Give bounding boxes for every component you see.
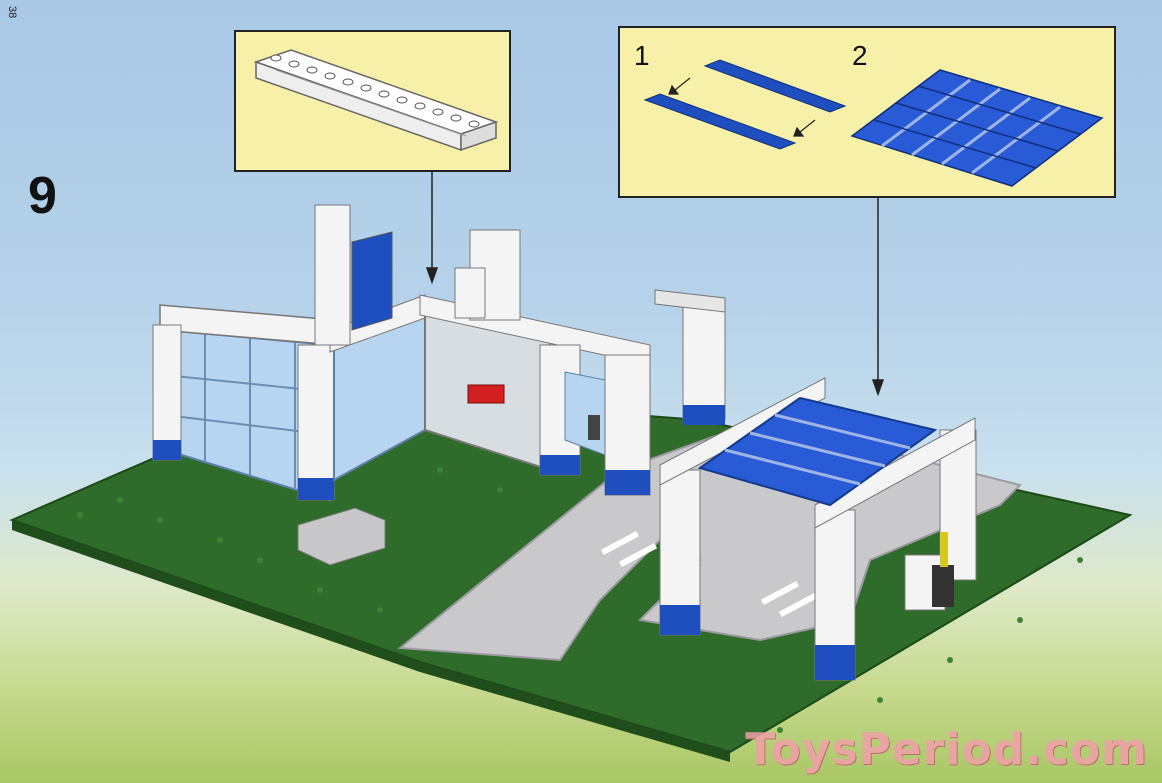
- canopy-left-pillar-base: [660, 605, 700, 635]
- canopy-beam-left: [659, 377, 826, 486]
- step-number: 9: [28, 167, 57, 225]
- roof-plate-arrows: [668, 77, 816, 137]
- right-tower-base: [683, 405, 725, 425]
- callout-long-brick: [234, 30, 511, 172]
- baseplate-edge: [12, 520, 730, 762]
- front-pillar-b-base: [605, 470, 650, 495]
- kiosk-window: [564, 371, 606, 456]
- rear-stack-2: [454, 267, 486, 319]
- roof-assembly-illustration: [643, 59, 1104, 187]
- watermark-text: ToysPeriod.com: [745, 724, 1148, 775]
- road-markings: [600, 530, 818, 618]
- left-wall-panes: [164, 334, 331, 488]
- corner-pillar-base: [298, 478, 334, 500]
- left-pillar-base: [153, 440, 181, 460]
- canopy-right-pillar-base: [815, 645, 855, 680]
- right-tower-cap: [654, 289, 726, 313]
- baseplate-studs: [77, 467, 1083, 733]
- roof-plate-lower: [643, 93, 797, 150]
- left-pillar: [152, 324, 182, 461]
- atm-panel: [588, 415, 600, 440]
- long-brick-illustration: [253, 49, 499, 152]
- canopy-roof: [697, 396, 938, 507]
- fuel-pump-hose: [940, 532, 948, 567]
- grey-brick: [297, 507, 386, 566]
- corner-pillar: [297, 344, 335, 501]
- callout-arrows: [425, 168, 885, 397]
- sub-step-1-label: 1: [634, 40, 650, 71]
- right-tower: [682, 297, 726, 421]
- canopy-roof-lines: [724, 413, 911, 486]
- roof-grid: [850, 69, 1104, 187]
- price-sign: [351, 231, 393, 331]
- fuel-pump: [932, 565, 954, 607]
- canopy-beam-right: [814, 417, 976, 529]
- callout-roof-assembly: 1 2: [618, 26, 1116, 198]
- sub-step-2-label: 2: [852, 40, 868, 71]
- red-door-handle: [467, 384, 505, 404]
- front-pillar-a-base: [540, 455, 580, 475]
- roof-plate-upper: [703, 59, 847, 113]
- tall-tower: [314, 204, 351, 346]
